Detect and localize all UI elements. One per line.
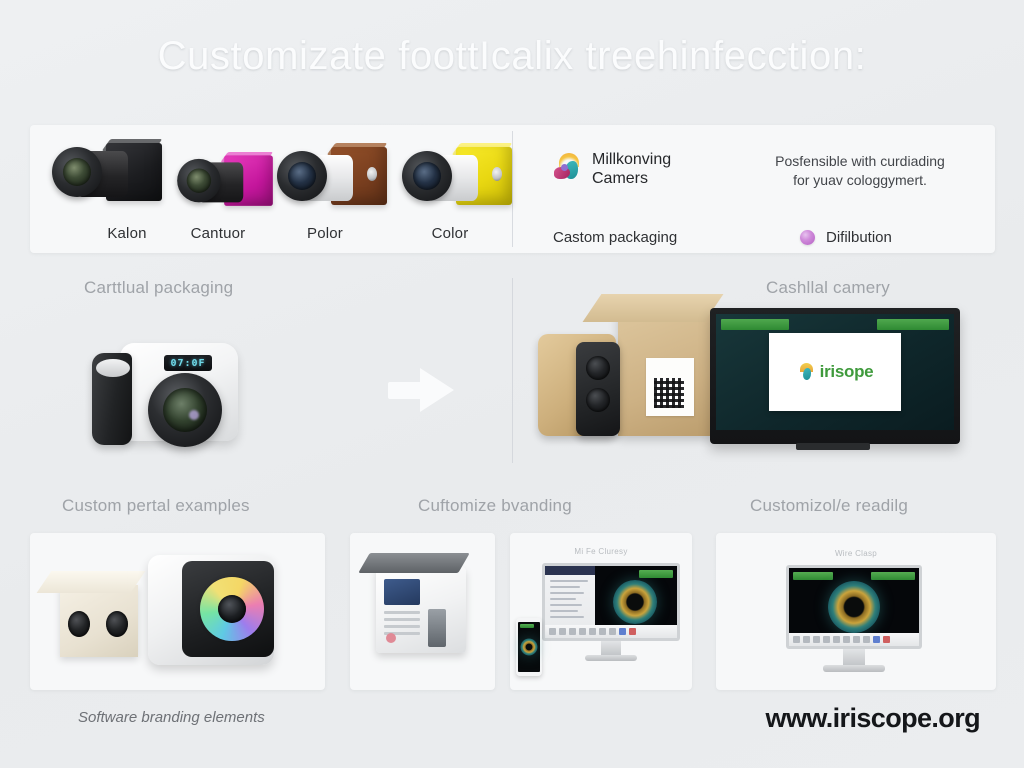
brand-name-line2: Camers xyxy=(592,170,649,187)
desktop-monitor-3 xyxy=(542,563,680,661)
top-panel-card: Kalon Cantuor Polor Color xyxy=(30,125,995,253)
bottom-card-branding-device xyxy=(350,533,495,690)
card3-screen-title: Mi Fe Cluresy xyxy=(574,547,628,556)
white-camera-illustration: 07:0F xyxy=(92,337,244,452)
irisope-wordmark: irisope xyxy=(819,362,874,381)
bottom-caption-2: Cuftomize bvanding xyxy=(418,496,572,515)
irisope-swirl-icon xyxy=(797,363,815,381)
bottom-card-software-suite: Mi Fe Cluresy xyxy=(510,533,692,690)
packaging-and-monitor-illustration: irisope xyxy=(528,294,968,460)
software-status-bar-3 xyxy=(639,570,673,578)
rainbow-lens-camera xyxy=(148,555,274,665)
iris-image-3 xyxy=(612,580,657,624)
software-toolbar-3 xyxy=(545,625,677,638)
caption-distribution: Difilbution xyxy=(826,229,892,246)
monitor-screen: irisope xyxy=(716,314,954,430)
diagnostic-device xyxy=(358,553,470,653)
device-power-button xyxy=(386,633,396,643)
device-menu-rows xyxy=(384,611,420,639)
irisope-logo-card: irisope xyxy=(769,333,901,411)
device-slot xyxy=(428,609,446,647)
product-label-color: Color xyxy=(431,225,469,242)
product-camera-color xyxy=(402,143,513,219)
software-status-bar-4-left xyxy=(793,572,833,580)
iris-image-phone xyxy=(520,638,538,656)
desktop-monitor-4 xyxy=(786,565,922,672)
tagline-line2: for yuav cologgymert. xyxy=(793,172,927,188)
bottom-card-custom-examples xyxy=(30,533,325,690)
card4-screen-title: Wire Clasp xyxy=(834,549,878,558)
product-label-kalon: Kalon xyxy=(107,225,147,242)
software-toolbar-4 xyxy=(789,633,919,646)
section-caption-packaging: Carttlual packaging xyxy=(84,278,234,297)
product-camera-polor xyxy=(277,143,388,219)
bottom-caption-3: Customizol/e readilg xyxy=(750,496,909,515)
product-label-cantuor: Cantuor xyxy=(190,225,246,242)
device-screen xyxy=(384,579,420,605)
distribution-bullet-icon xyxy=(800,230,815,245)
mobile-phone-preview xyxy=(516,618,542,676)
page-title: Customizate foottIcalix treehinfecction: xyxy=(157,34,867,78)
millkonving-swirl-logo-icon xyxy=(554,153,584,183)
right-arrow-icon xyxy=(388,368,454,412)
product-camera-cantuor xyxy=(177,151,274,218)
bottom-caption-1: Custom pertal examples xyxy=(62,496,250,515)
product-label-polor: Polor xyxy=(306,225,344,242)
software-status-bar-4-right xyxy=(871,572,915,580)
display-monitor: irisope xyxy=(710,308,960,444)
camera-lcd-value: 07:0F xyxy=(170,357,206,369)
camera-lcd-display: 07:0F xyxy=(164,355,212,371)
brand-name-line1: Millkonving xyxy=(592,151,672,168)
tagline-line1: Posfensible with curdiading xyxy=(775,153,945,169)
monitor-stand xyxy=(796,443,870,450)
middle-section-divider xyxy=(512,278,513,463)
qr-code-icon xyxy=(654,378,684,408)
monitor-toolbar-left xyxy=(721,319,789,330)
footer-caption: Software branding elements xyxy=(78,709,265,726)
product-camera-kalon xyxy=(52,139,163,215)
section-caption-camery: Cashllal camery xyxy=(766,278,890,297)
monitor-toolbar-right xyxy=(877,319,949,330)
caption-custom-packaging: Castom packaging xyxy=(553,229,678,246)
gold-camera-lens-face xyxy=(576,342,620,436)
iris-image-4 xyxy=(828,581,880,633)
bottom-card-reading-display: Wire Clasp xyxy=(716,533,996,690)
cream-cube-camera xyxy=(36,571,146,657)
top-panel-divider xyxy=(512,131,513,247)
footer-url: www.iriscope.org xyxy=(765,703,981,733)
